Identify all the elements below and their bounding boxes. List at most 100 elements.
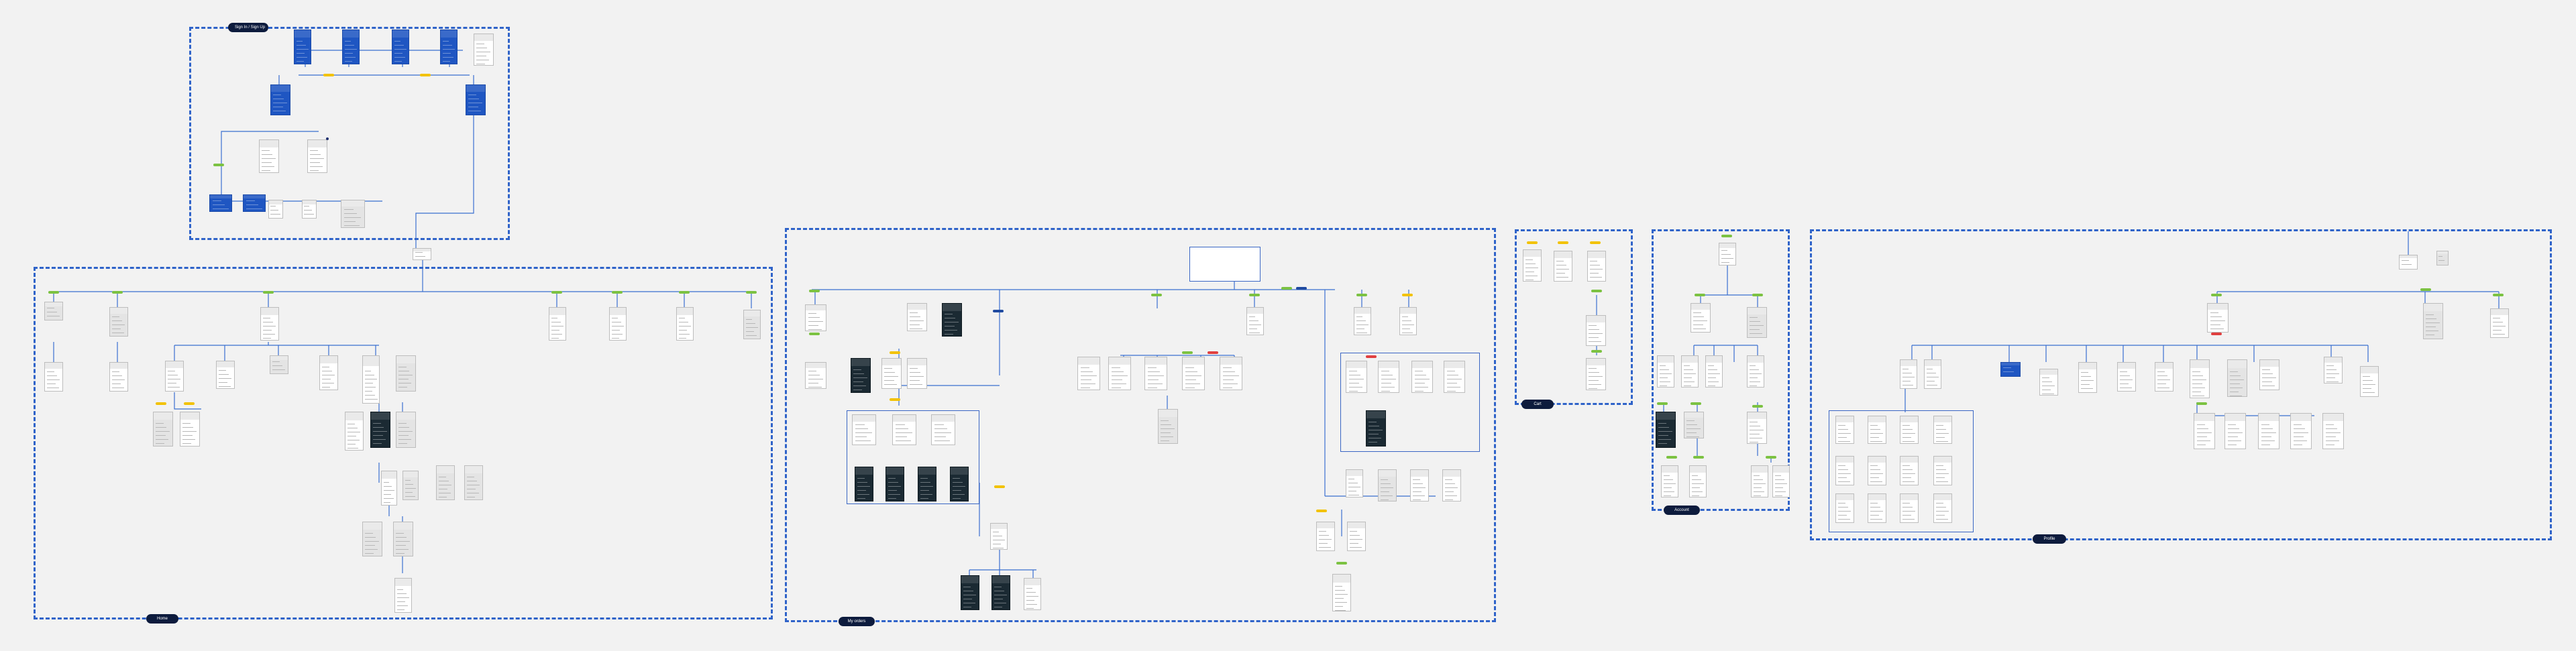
screen-account-detail-1[interactable] [1661,465,1678,497]
screen-onboarding-2[interactable] [342,29,360,64]
screen-delivery-step-4[interactable] [950,467,969,501]
screen-account-detail-2[interactable] [1689,465,1707,497]
screen-payment-cash[interactable] [1444,361,1465,393]
screen-profile-edit[interactable] [2490,308,2509,338]
screen-courier-map[interactable] [851,358,871,393]
screen-payment-card[interactable] [1346,361,1367,393]
screen-share-sheet[interactable] [1316,522,1335,551]
screen-account-security[interactable] [1747,307,1767,338]
screen-history-1[interactable] [1077,357,1100,390]
screen-support[interactable] [1024,578,1041,610]
screen-invoice[interactable] [1158,409,1178,444]
screen-category-detail[interactable] [109,362,128,392]
screen-video[interactable] [370,412,390,448]
screen-wallet[interactable] [1399,307,1417,335]
screen-profile-setup[interactable] [268,200,283,219]
screen-profile-item-11[interactable] [2324,357,2343,383]
screen-account-item-1[interactable] [1657,355,1674,388]
screen-cart-complete[interactable] [1586,358,1606,390]
screen-checkout-preview[interactable] [362,522,382,556]
screen-result-list[interactable] [165,361,184,392]
screen-notification-permission[interactable] [243,194,266,212]
screen-coupons[interactable] [1246,307,1264,335]
screen-account-info[interactable] [1690,303,1711,333]
screen-onboarding-3[interactable] [392,29,409,64]
screen-360-view[interactable] [436,465,455,500]
screen-profile-item-3[interactable] [2000,362,2021,377]
screen-account-sub-1[interactable] [1656,412,1676,448]
screen-payment-processing[interactable] [1366,410,1386,447]
screen-history-4[interactable] [1182,357,1205,390]
screen-map-view[interactable] [153,412,173,447]
screen-delivery-note[interactable] [931,414,955,445]
screen-photos[interactable] [396,412,416,448]
screen-onboarding-4[interactable] [440,29,458,64]
screen-orders-list[interactable] [805,304,826,331]
screen-profile-sub-2[interactable] [2224,413,2246,449]
screen-account-sub-2[interactable] [1684,412,1704,438]
screen-setup-complete[interactable] [341,200,365,228]
screen-profile-item-10[interactable] [2259,359,2279,390]
screen-account-item-4[interactable] [1747,355,1764,388]
screen-delivery-step-1[interactable] [855,467,873,501]
screen-profile-item-4[interactable] [2039,369,2058,396]
screen-profile-item-5[interactable] [2078,362,2097,393]
screen-categories[interactable] [109,307,128,337]
screen-account-home[interactable] [1719,243,1736,265]
screen-profile-sub-4[interactable] [2290,413,2312,449]
screen-product-grid[interactable] [270,355,288,374]
screen-profile-item-8[interactable] [2190,359,2210,398]
screen-profile-item-9[interactable] [2227,359,2247,397]
screen-profile-item-12[interactable] [2360,366,2379,397]
screen-product-list[interactable] [319,355,338,390]
screen-order-actions[interactable] [990,523,1008,550]
screen-account-detail-4[interactable] [1772,465,1790,497]
screen-setting-12[interactable] [1933,493,1952,523]
screen-profile-main[interactable] [2207,303,2229,333]
screen-size-chart[interactable] [381,471,397,506]
screen-profile-cover[interactable] [2423,303,2443,339]
screen-location-permission[interactable] [209,194,232,212]
screen-favorites[interactable] [676,307,694,341]
screen-feed-detail[interactable] [44,362,63,392]
screen-ar-view[interactable] [464,465,483,500]
screen-profile-item-6[interactable] [2117,362,2136,392]
screen-share-done[interactable] [1332,574,1351,611]
screen-delivery-time[interactable] [852,414,876,445]
screen-delivery-step-3[interactable] [918,467,936,501]
screen-profile-sub-5[interactable] [2322,413,2344,449]
screen-account-item-3[interactable] [1705,355,1723,388]
screen-account-item-2[interactable] [1681,355,1699,388]
screen-profile-item-1[interactable] [1900,359,1917,389]
screen-share-3[interactable] [1410,469,1429,501]
screen-cart-checkout[interactable] [1586,315,1606,346]
screen-share-2[interactable] [1378,469,1397,501]
screen-profile-badge[interactable] [2436,251,2449,265]
screen-setting-10[interactable] [1868,493,1886,523]
screen-product-gallery[interactable] [396,355,416,392]
screen-setting-9[interactable] [1835,493,1854,523]
screen-setting-3[interactable] [1900,416,1919,444]
screen-home-feed[interactable] [44,302,63,320]
screen-profile-item-7[interactable] [2155,362,2174,392]
screen-history-5[interactable] [1220,357,1242,390]
screen-tracking[interactable] [907,303,927,331]
screen-payment-bank[interactable] [1378,361,1399,393]
screen-address-setup[interactable] [302,200,317,219]
screen-forgot-password[interactable] [259,139,279,173]
screen-product-detail[interactable] [362,355,380,404]
screen-history-2[interactable] [1108,357,1131,390]
screen-setting-2[interactable] [1868,416,1886,444]
screen-cart-summary[interactable] [1587,251,1606,282]
screen-profile-sub-1[interactable] [2194,413,2215,449]
screen-rewards[interactable] [1354,307,1371,335]
screen-messages[interactable] [609,307,627,341]
screen-setting-5[interactable] [1835,456,1854,485]
screen-onboarding-1[interactable] [294,29,311,64]
screen-share-1[interactable] [1346,469,1363,497]
screen-history-3[interactable] [1144,357,1167,390]
screen-courier-info[interactable] [881,358,902,389]
screen-verify-code[interactable] [307,139,327,173]
screen-return[interactable] [991,575,1010,610]
screen-share-4[interactable] [1442,469,1461,501]
